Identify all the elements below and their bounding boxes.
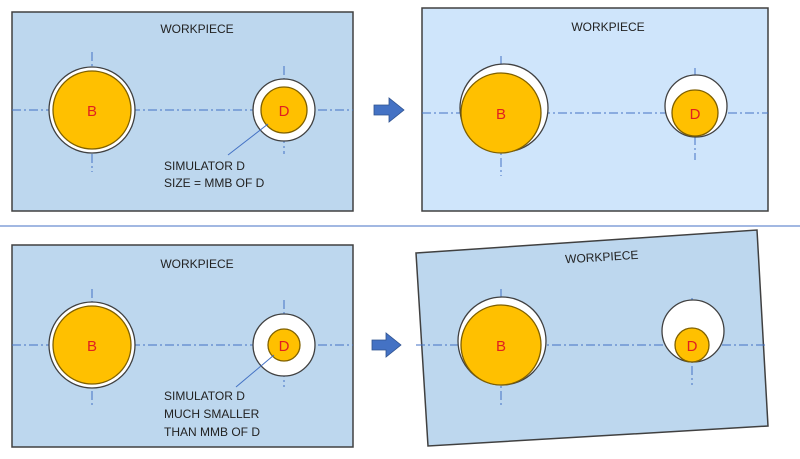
top-left-panel: WORKPIECE B D SIMULATOR D SIZE = MMB OF … [11, 11, 354, 212]
right-arrow-icon [373, 97, 405, 123]
simulator-b [460, 72, 542, 154]
simulator-b [52, 70, 132, 150]
right-arrow-icon [371, 332, 402, 358]
simulator-d [671, 89, 719, 137]
leader-line [227, 123, 269, 156]
hole-d-label: D [279, 338, 290, 355]
leader-line [235, 354, 275, 388]
simulator-d [260, 86, 308, 134]
note-line-1: SIMULATOR D [164, 389, 245, 403]
workpiece-title: WORKPIECE [571, 20, 644, 34]
hole-d-label: D [279, 103, 290, 120]
simulator-d [674, 327, 710, 363]
bottom-right-panel: WORKPIECE B D [415, 229, 769, 447]
workpiece-title: WORKPIECE [565, 248, 639, 267]
note-line-1: SIMULATOR D [164, 159, 245, 173]
hole-b-label: B [87, 338, 97, 355]
simulator-b [52, 305, 132, 385]
note-line-2: MUCH SMALLER [164, 407, 260, 421]
hole-d-label: D [687, 338, 698, 355]
hole-b-label: B [87, 103, 97, 120]
workpiece-title: WORKPIECE [160, 22, 233, 36]
hole-d-label: D [690, 106, 701, 123]
top-right-panel: WORKPIECE B D [421, 7, 769, 212]
note-line-2: SIZE = MMB OF D [164, 176, 265, 190]
workpiece-plate [415, 229, 769, 447]
simulator-d [267, 328, 301, 362]
bottom-left-panel: WORKPIECE B D SIMULATOR D MUCH SMALLER T… [11, 244, 354, 448]
hole-b-label: B [496, 106, 506, 123]
simulator-b [460, 304, 542, 386]
note-line-3: THAN MMB OF D [164, 425, 260, 439]
hole-b-label: B [496, 338, 506, 355]
workpiece-title: WORKPIECE [160, 257, 233, 271]
